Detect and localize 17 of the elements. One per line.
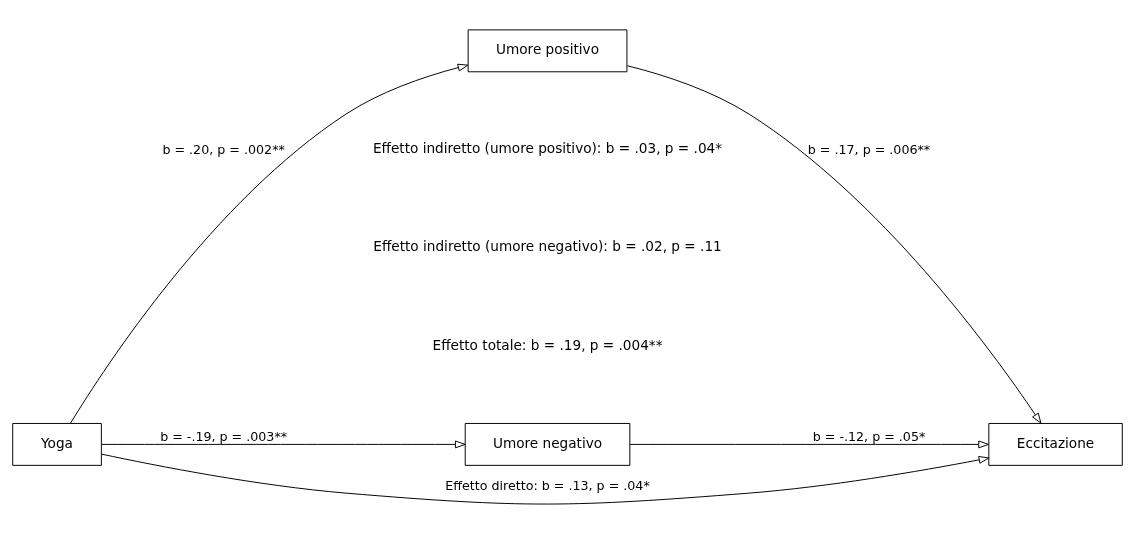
node-box: Yoga	[12, 422, 102, 466]
edge-label: b = .17, p = .006**	[807, 141, 931, 157]
arrow	[626, 64, 1042, 424]
node-box: Eccitazione	[988, 422, 1123, 466]
node-box: Umore positivo	[467, 28, 628, 72]
edge-label: b = -.19, p = .003**	[160, 428, 288, 444]
arrow	[100, 440, 466, 448]
node-box: Umore negativo	[464, 422, 631, 466]
edge-label: b = .20, p = .002**	[162, 141, 285, 157]
arrow	[101, 453, 990, 505]
arrow	[629, 440, 989, 448]
edge-label: b = -.12, p = .05*	[812, 428, 926, 444]
edge-label: Effetto diretto: b = .13, p = .04*	[445, 477, 650, 493]
arrow	[70, 63, 469, 424]
label: Effetto totale: b = .19, p = .004**	[432, 336, 663, 353]
label: Effetto indiretto (umore negativo): b = .02, p = .11	[373, 237, 722, 254]
label: Effetto indiretto (umore positivo): b = .03, p = .04*	[372, 139, 723, 156]
